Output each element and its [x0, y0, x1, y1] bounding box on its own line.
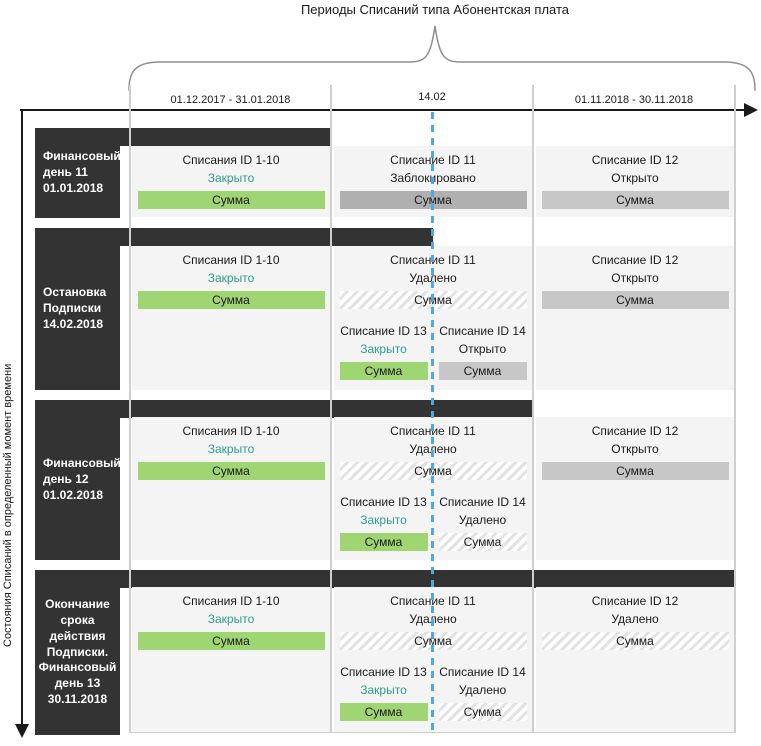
charge-status: Удалено — [458, 513, 507, 527]
charge-status: Открыто — [611, 171, 659, 185]
charge-status: Закрыто — [360, 683, 407, 697]
charge-title: Списание ID 12 — [591, 153, 679, 167]
charge-sum-bar: Сумма — [339, 533, 428, 551]
charge-cell: Списание ID 11 Удалено Сумма Списание ID… — [334, 587, 532, 733]
timeline-period-label-3: 01.11.2018 - 30.11.2018 — [574, 94, 694, 106]
column-divider — [129, 85, 131, 733]
charge-subcell: Списание ID 14 Открыто Сумма — [433, 317, 532, 390]
row-period-bar — [35, 228, 433, 246]
charge-subcell: Списание ID 13 Закрыто Сумма — [334, 488, 433, 560]
current-date-dashed-line — [431, 112, 434, 732]
charge-cell: Списание ID 12 Удалено Сумма — [536, 587, 734, 733]
charge-title: Списание ID 12 — [591, 594, 679, 608]
column-divider — [532, 85, 534, 733]
timeline-period-label-1: 01.12.2017 - 31.01.2018 — [170, 94, 291, 106]
row-label: Остановка Подписки 14.02.2018 — [35, 228, 120, 390]
charge-cell: Списания ID 1-10 Закрыто Сумма — [132, 587, 330, 733]
charge-status: Закрыто — [360, 513, 407, 527]
charge-subcell: Списание ID 14 Удалено Сумма — [433, 488, 532, 560]
state-axis-arrow-icon — [15, 724, 29, 738]
charge-title: Списание ID 13 — [340, 495, 427, 509]
charge-title: Списания ID 1-10 — [182, 153, 280, 167]
time-axis-arrow-icon — [744, 103, 758, 117]
charge-cell: Списание ID 12 Открыто Сумма — [536, 417, 734, 560]
charge-subrow: Списание ID 13 Закрыто Сумма Списание ID… — [334, 488, 532, 560]
time-axis-line — [20, 109, 746, 111]
charge-title: Списание ID 13 — [340, 665, 427, 679]
charge-title: Списание ID 13 — [340, 324, 427, 338]
charge-sum-bar: Сумма — [339, 703, 428, 721]
charge-cell: Списания ID 1-10 Закрыто Сумма — [132, 417, 330, 560]
row-period-bar — [35, 570, 734, 588]
charge-sum-bar: Сумма — [438, 703, 527, 721]
charge-sum-bar: Сумма — [137, 462, 325, 480]
row-label: Финансовый день 11 01.01.2018 — [35, 128, 121, 218]
charge-subcell: Списание ID 13 Закрыто Сумма — [334, 317, 433, 390]
charge-status: Удалено — [458, 683, 507, 697]
charge-title: Списания ID 1-10 — [182, 424, 280, 438]
row-period-bar — [35, 400, 533, 418]
charge-status: Закрыто — [207, 442, 255, 456]
charge-subcell: Списание ID 13 Закрыто Сумма — [334, 658, 433, 733]
charge-status: Закрыто — [207, 271, 255, 285]
charge-cell: Списания ID 1-10 Закрыто Сумма — [132, 246, 330, 390]
charge-sum-bar: Сумма — [541, 191, 729, 209]
charge-sum-bar: Сумма — [339, 362, 428, 380]
column-divider — [734, 85, 736, 733]
charge-sum-bar: Сумма — [541, 462, 729, 480]
bottom-border-line — [129, 732, 736, 733]
charge-status: Открыто — [611, 271, 659, 285]
charge-title: Списания ID 1-10 — [182, 594, 280, 608]
charge-status: Удалено — [611, 612, 659, 626]
state-axis-label: Состояния Списаний в определенный момент… — [2, 363, 14, 647]
charge-status: Закрыто — [360, 342, 407, 356]
charge-sum-bar: Сумма — [541, 632, 729, 650]
charge-sum-bar: Сумма — [541, 291, 729, 309]
charge-status: Закрыто — [207, 612, 255, 626]
row-label: Финансовый день 12 01.02.2018 — [35, 400, 121, 560]
row-label: Окончание срока действия Подписки. Финан… — [35, 570, 120, 735]
curly-brace-icon — [128, 25, 756, 91]
charge-subrow: Списание ID 13 Закрыто Сумма Списание ID… — [334, 317, 532, 390]
state-axis-line — [21, 110, 23, 726]
charge-status: Открыто — [458, 342, 507, 356]
charge-title: Списание ID 14 — [439, 665, 526, 679]
charge-status: Закрыто — [207, 171, 255, 185]
page-title: Периоды Списаний типа Абонентская плата — [300, 2, 570, 17]
charge-sum-bar: Сумма — [438, 533, 527, 551]
charge-cell: Списания ID 1-10 Закрыто Сумма — [132, 146, 330, 217]
charge-title: Списание ID 14 — [439, 495, 526, 509]
charge-subrow: Списание ID 13 Закрыто Сумма Списание ID… — [334, 658, 532, 733]
charge-status: Открыто — [611, 442, 659, 456]
charge-sum-bar: Сумма — [137, 191, 325, 209]
column-divider — [330, 85, 332, 733]
timeline-period-label-2: 14.02 — [418, 91, 446, 103]
charge-subcell: Списание ID 14 Удалено Сумма — [433, 658, 532, 733]
charge-title: Списания ID 1-10 — [182, 253, 280, 267]
charge-sum-bar: Сумма — [438, 362, 527, 380]
charge-sum-bar: Сумма — [137, 291, 325, 309]
charge-cell: Списание ID 12 Открыто Сумма — [536, 146, 734, 217]
charge-sum-bar: Сумма — [137, 632, 325, 650]
charge-title: Списание ID 12 — [591, 424, 679, 438]
charge-cell: Списание ID 12 Открыто Сумма — [536, 246, 734, 390]
charge-title: Списание ID 14 — [439, 324, 526, 338]
charge-title: Списание ID 12 — [591, 253, 679, 267]
